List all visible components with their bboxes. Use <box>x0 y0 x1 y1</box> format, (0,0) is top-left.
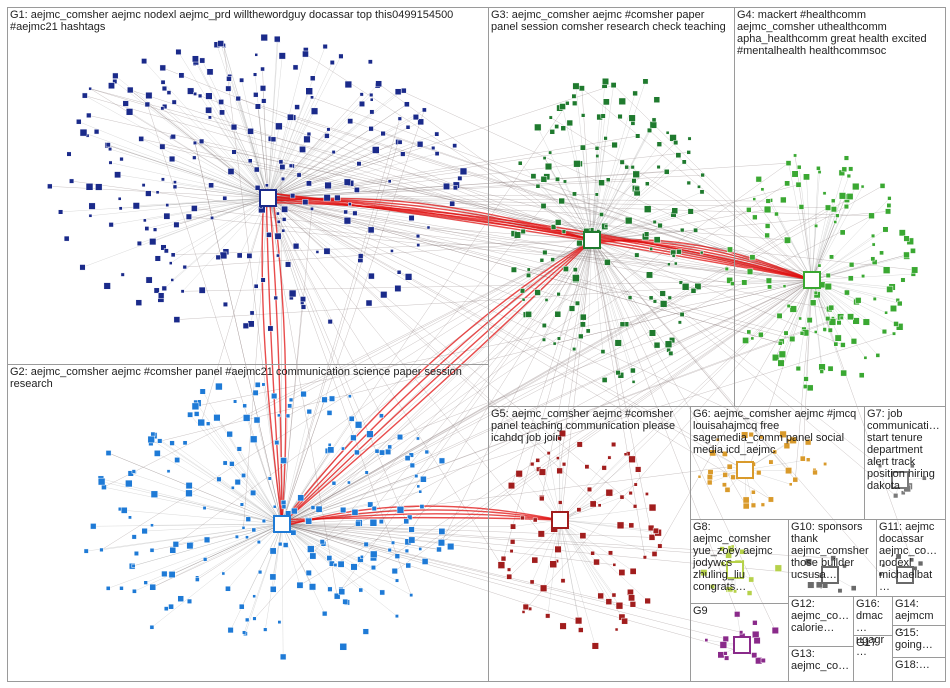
group-label-g8: G8: aejmc_comsher yue_zoey aejmc jodywcs… <box>691 520 787 594</box>
group-box-g5: G5: aejmc_comsher aejmc #comsher panel t… <box>488 406 691 682</box>
group-box-g12: G12: aejmc_co… calorie… <box>788 596 854 647</box>
group-label-g10: G10: sponsors thank aejmc_comsher those … <box>789 520 875 582</box>
group-box-g15: G15: going… <box>892 625 946 658</box>
group-label-g13: G13: aejmc_co… <box>789 647 853 673</box>
group-label-g12: G12: aejmc_co… calorie… <box>789 597 853 635</box>
group-box-g3: G3: aejmc_comsher aejmc #comsher paper p… <box>488 7 735 407</box>
group-box-g11: G11: aejmc docassar aejmc_co… nodexl mic… <box>876 519 946 597</box>
group-box-g4: G4: mackert #healthcomm aejmc_comsher ut… <box>734 7 946 407</box>
group-box-g7: G7: job communicati… start tenure depart… <box>864 406 946 520</box>
group-label-g5: G5: aejmc_comsher aejmc #comsher panel t… <box>489 407 689 445</box>
group-label-g1: G1: aejmc_comsher aejmc nodexl aejmc_prd… <box>8 8 488 34</box>
group-label-g15: G15: going… <box>893 626 945 652</box>
group-label-g9: G9 <box>691 604 787 618</box>
group-box-g18: G18:… <box>892 657 946 682</box>
group-box-g17: G17 <box>853 635 893 682</box>
group-box-g2: G2: aejmc_comsher aejmc #comsher panel #… <box>7 364 489 682</box>
group-label-g2: G2: aejmc_comsher aejmc #comsher panel #… <box>8 365 486 391</box>
group-box-g6: G6: aejmc_comsher aejmc #jmcq louisahajm… <box>690 406 865 520</box>
group-box-g14: G14: aejmcm… <box>892 596 946 626</box>
group-box-g9: G9 <box>690 603 789 682</box>
group-box-g16: G16: dmac… ugagr… <box>853 596 893 636</box>
group-label-g17: G17 <box>854 636 892 650</box>
group-box-g10: G10: sponsors thank aejmc_comsher those … <box>788 519 877 597</box>
group-box-g13: G13: aejmc_co… <box>788 646 854 682</box>
group-label-g6: G6: aejmc_comsher aejmc #jmcq louisahajm… <box>691 407 863 457</box>
group-box-g8: G8: aejmc_comsher yue_zoey aejmc jodywcs… <box>690 519 789 604</box>
group-label-g3: G3: aejmc_comsher aejmc #comsher paper p… <box>489 8 729 34</box>
group-label-g18: G18:… <box>893 658 945 672</box>
group-label-g11: G11: aejmc docassar aejmc_co… nodexl mic… <box>877 520 945 594</box>
group-label-g4: G4: mackert #healthcomm aejmc_comsher ut… <box>735 8 945 58</box>
group-box-g1: G1: aejmc_comsher aejmc nodexl aejmc_prd… <box>7 7 489 365</box>
group-label-g7: G7: job communicati… start tenure depart… <box>865 407 945 493</box>
